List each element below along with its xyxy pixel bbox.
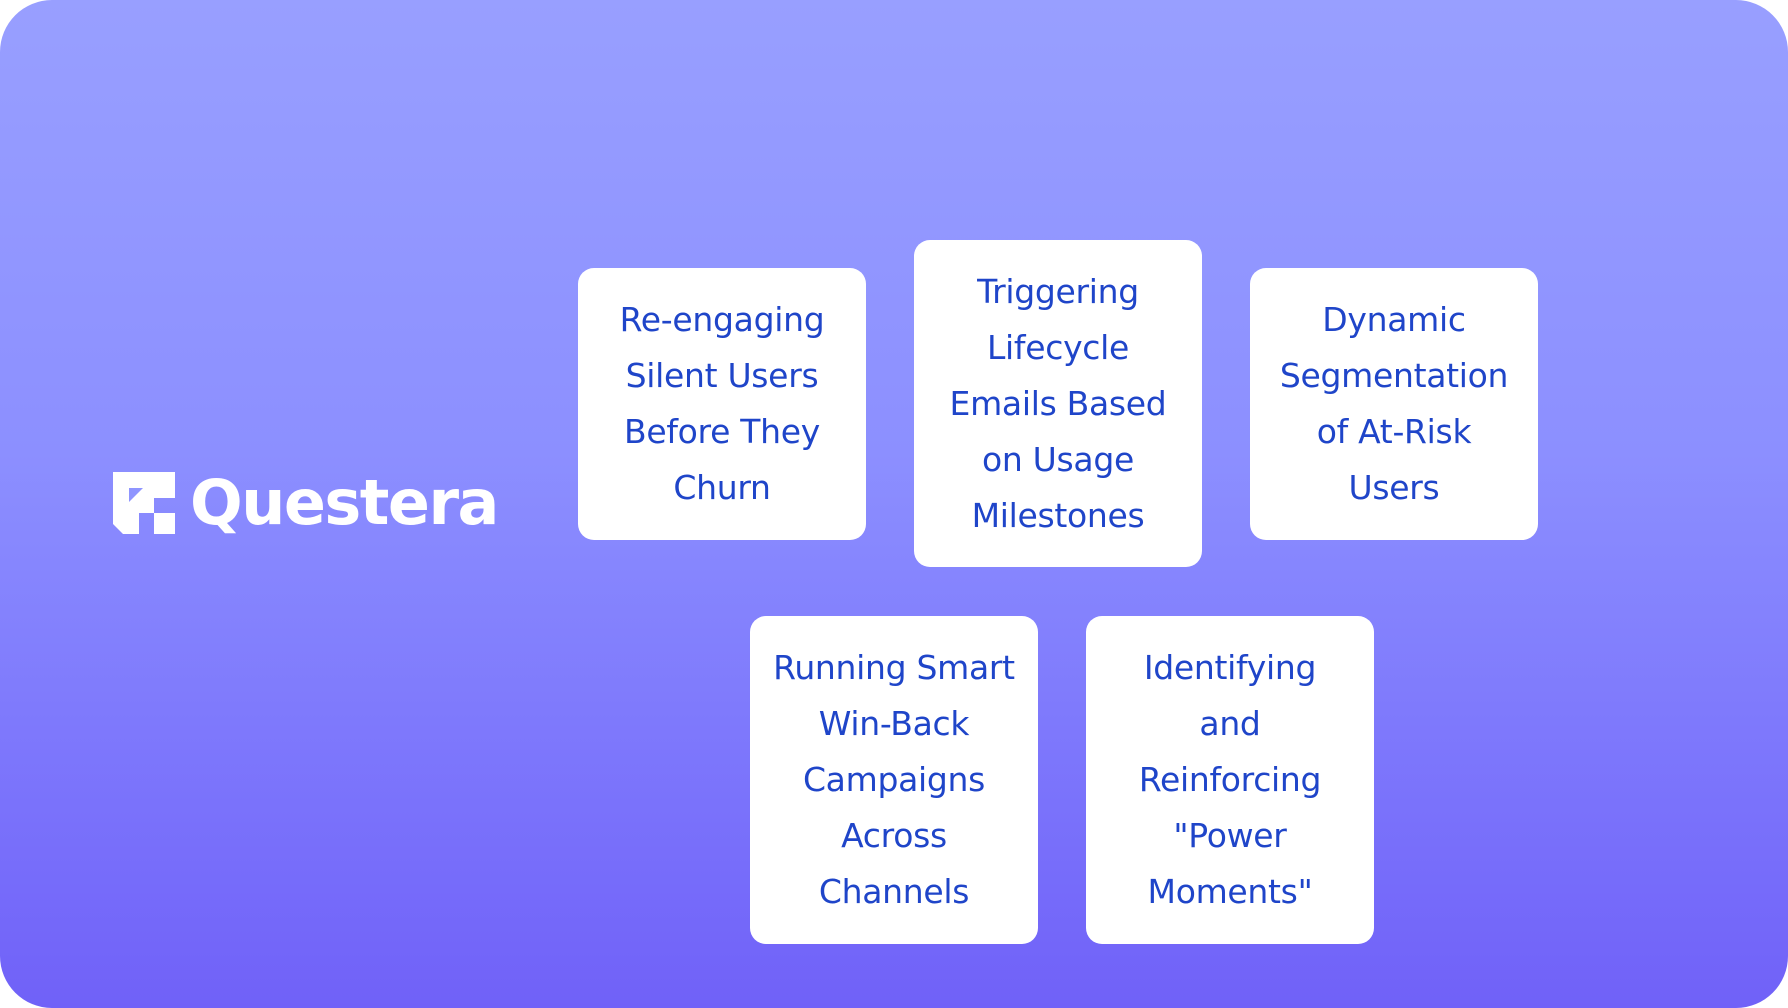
brand-logo: Questera bbox=[113, 466, 499, 539]
questera-logo-mark-icon bbox=[113, 472, 175, 534]
brand-name: Questera bbox=[190, 466, 499, 539]
